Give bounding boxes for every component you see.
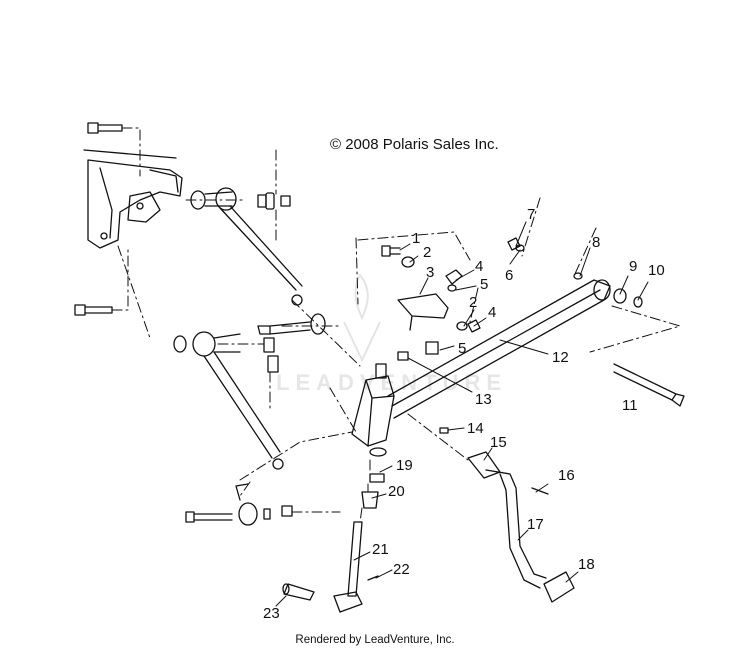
upper-tie-rod [190, 187, 303, 306]
callout-18: 18 [578, 556, 595, 573]
lower-spacers [263, 337, 279, 373]
callout-20: 20 [388, 483, 405, 500]
callout-15: 15 [490, 434, 507, 451]
bolt-lower-left [74, 304, 113, 316]
watermark-text: LEADVENTURE [276, 370, 508, 395]
callout-7: 7 [527, 206, 536, 223]
callout-14: 14 [467, 420, 484, 437]
callout-2: 2 [423, 244, 432, 261]
pin [282, 583, 315, 601]
hardware-upper [381, 237, 643, 434]
bolt-upper-left [87, 122, 123, 134]
frame-bracket [83, 149, 183, 249]
callout-21: 21 [372, 541, 389, 558]
callout-3: 3 [426, 264, 435, 281]
callout-16: 16 [558, 467, 575, 484]
callout-22: 22 [393, 561, 410, 578]
callout-12: 12 [552, 349, 569, 366]
callout-5: 5 [480, 276, 489, 293]
callout-19: 19 [396, 457, 413, 474]
callout-4b: 4 [488, 304, 497, 321]
callout-1: 1 [412, 230, 421, 247]
steering-arm [387, 279, 611, 419]
copyright-notice: © 2008 Polaris Sales Inc. [330, 136, 499, 153]
steering-post [351, 363, 395, 447]
callout-11: 11 [622, 397, 638, 414]
steering-shaft [333, 447, 387, 613]
leader-lines [275, 221, 649, 607]
callout-2b: 2 [469, 294, 478, 311]
footer-credit: Rendered by LeadVenture, Inc. [295, 634, 455, 646]
middle-bolt [257, 313, 326, 335]
callout-23: 23 [263, 605, 280, 622]
callout-6: 6 [505, 267, 514, 284]
mount-bracket [397, 293, 449, 331]
callout-8: 8 [592, 234, 601, 251]
callout-4: 4 [475, 258, 484, 275]
watermark-logo [343, 273, 381, 363]
long-bolt [613, 363, 685, 407]
pedal-assembly [467, 451, 575, 603]
callout-9: 9 [629, 258, 638, 275]
callout-17: 17 [527, 516, 544, 533]
callout-5b: 5 [458, 340, 467, 357]
lower-tie-rod [173, 331, 284, 470]
upper-spacers [257, 192, 291, 210]
assembly-lines [111, 127, 681, 523]
rod-end-lower [185, 483, 293, 526]
callout-10: 10 [648, 262, 665, 279]
callout-13: 13 [475, 391, 492, 408]
